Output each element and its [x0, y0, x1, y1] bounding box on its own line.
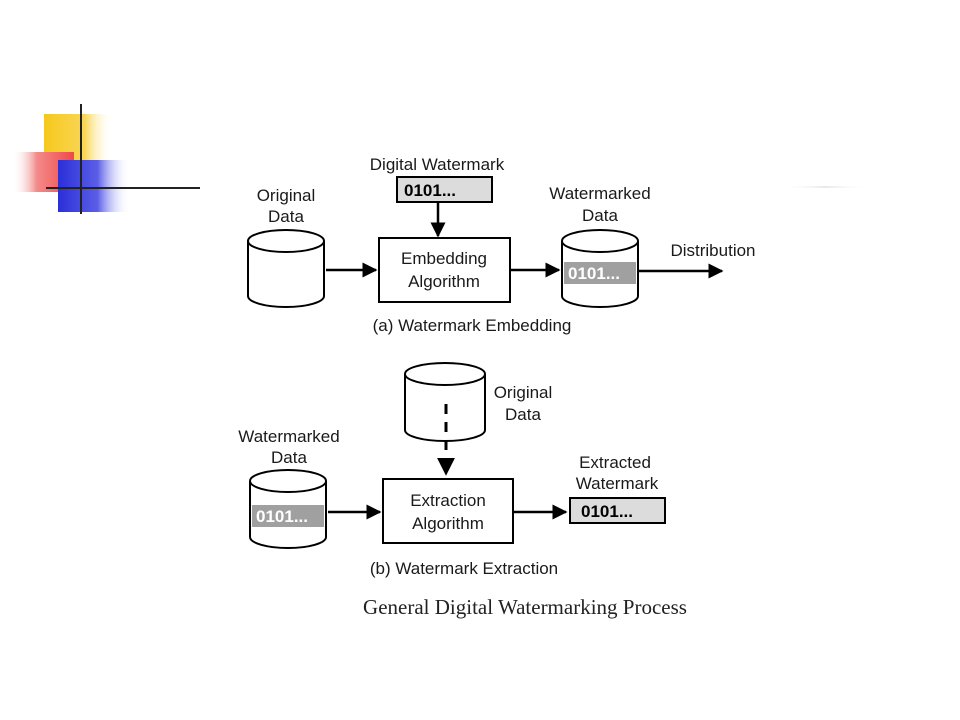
watermark-bits-text: 0101... [404, 181, 456, 200]
original-data-label-line2: Data [268, 207, 304, 226]
extracted-watermark-label-line2: Watermark [576, 474, 659, 493]
extraction-bits-band [252, 505, 324, 527]
extraction-diagram: Original Data Watermarked Data 0101... E… [238, 362, 666, 578]
extraction-watermarked-label-line1: Watermarked [238, 427, 339, 446]
watermarked-bits-text: 0101... [568, 264, 620, 283]
embedding-algorithm-line1: Embedding [401, 249, 487, 268]
deco-faint-rule [780, 186, 870, 188]
extraction-bits-text: 0101... [256, 507, 308, 526]
extraction-watermarked-cylinder: 0101... [249, 469, 327, 549]
original-data-label-line1: Original [257, 186, 316, 205]
extraction-watermarked-label-line2: Data [271, 448, 307, 467]
extracted-bits-box [569, 497, 666, 524]
deco-blue-square [58, 160, 130, 212]
extracted-bits-text: 0101... [581, 502, 633, 521]
embedding-algorithm-box [378, 237, 511, 303]
extraction-algorithm-line2: Algorithm [412, 514, 484, 533]
watermarked-bits-band [564, 262, 636, 284]
watermarked-data-label-line2: Data [582, 206, 618, 225]
watermark-bits-box [396, 176, 493, 203]
extraction-original-label-line2: Data [505, 405, 541, 424]
watermarked-data-cylinder: 0101... [561, 229, 639, 308]
extraction-algorithm-line1: Extraction [410, 491, 486, 510]
distribution-label: Distribution [670, 241, 755, 260]
extraction-caption: (b) Watermark Extraction [370, 559, 558, 578]
digital-watermark-label: Digital Watermark [370, 155, 505, 174]
embedding-diagram: Digital Watermark 0101... Original Data … [247, 155, 756, 335]
embedding-algorithm-line2: Algorithm [408, 272, 480, 291]
decorative-squares [12, 104, 870, 214]
extracted-watermark-label-line1: Extracted [579, 453, 651, 472]
original-data-cylinder [247, 229, 325, 308]
extraction-original-label-line1: Original [494, 383, 553, 402]
figure-title: General Digital Watermarking Process [363, 595, 687, 619]
extraction-algorithm-box [382, 478, 514, 544]
watermarked-data-label-line1: Watermarked [549, 184, 650, 203]
embedding-caption: (a) Watermark Embedding [373, 316, 572, 335]
